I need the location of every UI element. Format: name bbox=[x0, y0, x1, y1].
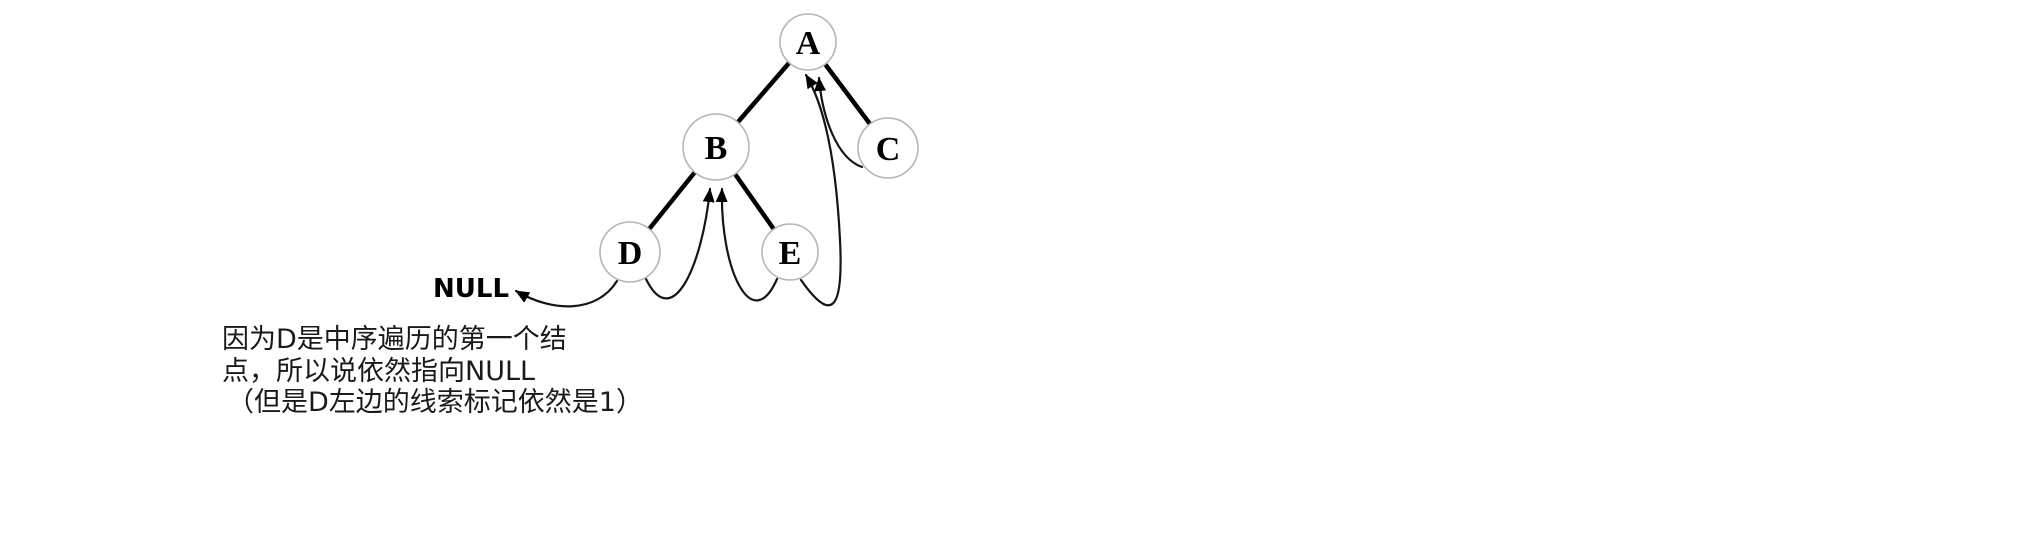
node-e: E bbox=[761, 223, 819, 281]
caption-line-3-highlight: （但是D左边的线索标记依然是1） bbox=[227, 387, 643, 418]
node-a-circle bbox=[779, 13, 837, 71]
node-e-circle bbox=[761, 223, 819, 281]
caption-line-2: 点，所以说依然指向NULL bbox=[222, 356, 535, 387]
edge-a-c bbox=[822, 61, 873, 127]
node-d-label: D bbox=[618, 235, 643, 272]
node-a: A bbox=[779, 13, 837, 71]
edge-b-d bbox=[647, 169, 698, 231]
thread-e-right-to-a bbox=[799, 73, 842, 307]
node-b: B bbox=[682, 113, 750, 181]
edge-b-e bbox=[732, 171, 776, 231]
node-e-label: E bbox=[779, 235, 802, 272]
node-c-circle bbox=[857, 117, 919, 179]
node-d-circle bbox=[599, 221, 661, 283]
thread-d-right-to-b bbox=[644, 187, 715, 300]
node-c-label: C bbox=[876, 131, 901, 168]
caption-line-1: 因为D是中序遍历的第一个结 bbox=[222, 324, 567, 355]
null-label: NULL bbox=[433, 274, 509, 304]
node-c: C bbox=[857, 117, 919, 179]
thread-e-left-to-b bbox=[715, 187, 779, 302]
edge-a-b bbox=[735, 60, 792, 125]
node-d: D bbox=[599, 221, 661, 283]
node-b-circle bbox=[682, 113, 750, 181]
node-b-label: B bbox=[705, 130, 728, 167]
thread-d-left-to-null bbox=[514, 279, 619, 308]
node-a-label: A bbox=[796, 25, 821, 62]
thread-c-left-to-a bbox=[814, 76, 864, 169]
